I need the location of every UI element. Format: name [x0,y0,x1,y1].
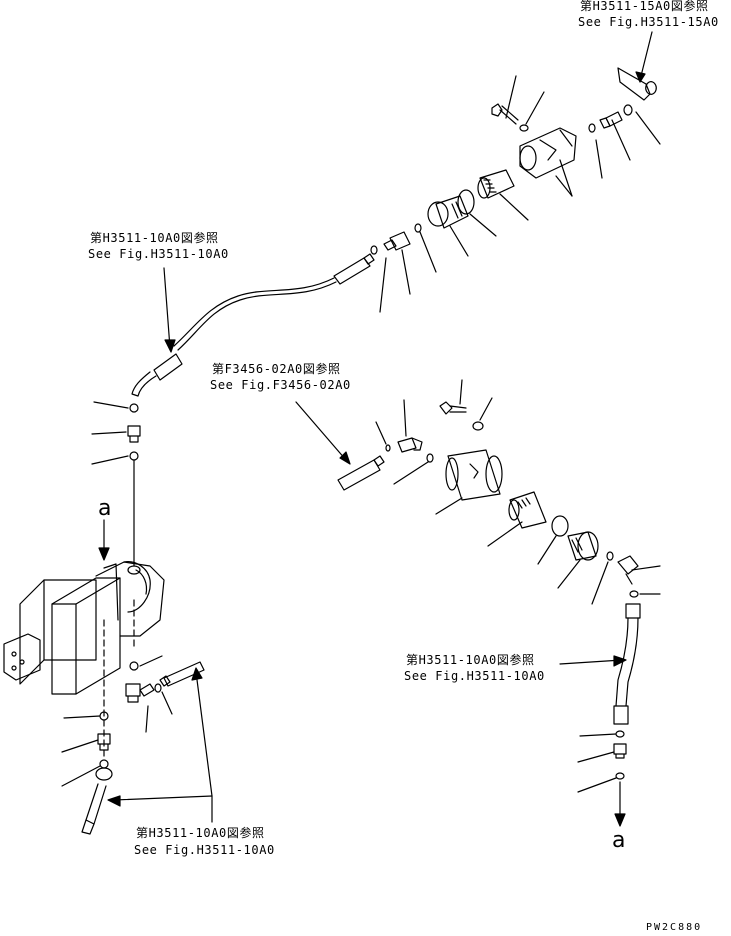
ref-bottom-en: See Fig.H3511-10A0 [134,843,275,857]
drawing-code: PW2C880 [646,922,703,933]
ref-middle-jp: 第F3456-02A0図参照 [212,362,341,376]
ref-middle-en: See Fig.F3456-02A0 [210,378,351,392]
pump-fittings [125,655,213,797]
ref-right-hose-en: See Fig.H3511-10A0 [404,669,545,683]
ref-right-hose-jp: 第H3511-10A0図参照 [406,653,535,667]
connection-mark-left: a [98,496,112,521]
ref-top-right-en: See Fig.H3511-15A0 [578,15,719,29]
lower-left-fittings [61,711,213,835]
pump-unit [3,519,165,761]
upper-left-tube [91,253,375,567]
middle-filter-assembly [295,379,661,605]
right-hose [559,603,641,827]
upper-filter-assembly [370,31,661,313]
ref-upper-left-jp: 第H3511-10A0図参照 [90,231,219,245]
ref-bottom-jp: 第H3511-10A0図参照 [136,826,265,840]
connection-mark-right: a [612,828,626,853]
ref-top-right-jp: 第H3511-15A0図参照 [580,0,709,13]
ref-upper-left-en: See Fig.H3511-10A0 [88,247,229,261]
